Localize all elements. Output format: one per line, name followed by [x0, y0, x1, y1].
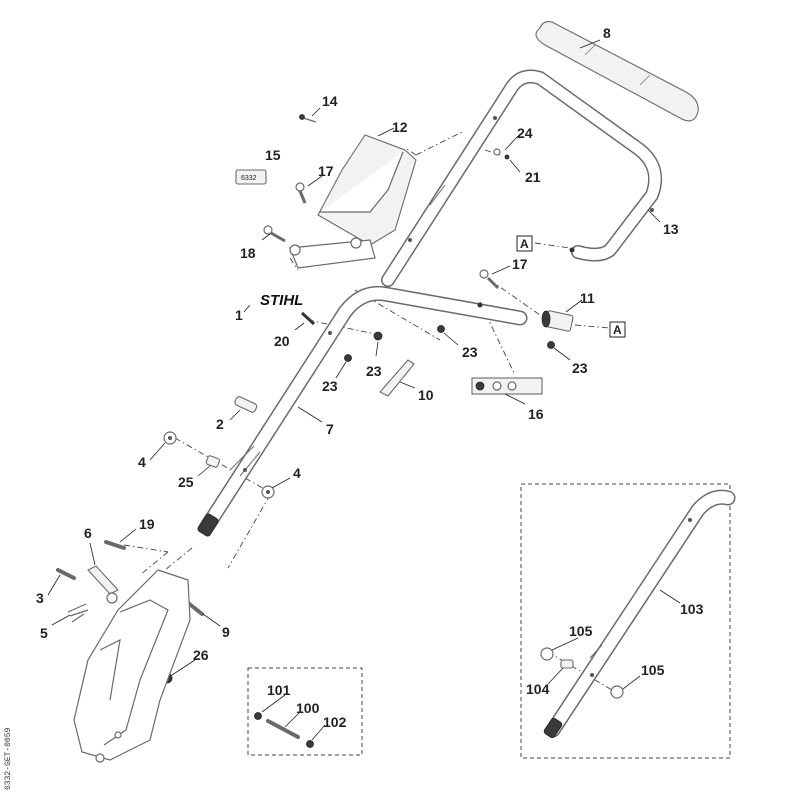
callout-numbers: 8 14 12 24 15 17 21 13 18 17 11 1 20 23 …: [36, 25, 704, 730]
alt-handle-tube: [540, 489, 736, 739]
callout-21: 21: [525, 169, 541, 185]
callout-105b: 105: [641, 662, 665, 678]
callout-17b: 17: [512, 256, 528, 272]
callout-3: 3: [36, 590, 44, 606]
callout-23a: 23: [462, 344, 478, 360]
callout-102: 102: [323, 714, 347, 730]
callout-6: 6: [84, 525, 92, 541]
stihl-logo: STIHL: [260, 292, 303, 309]
callout-26: 26: [193, 647, 209, 663]
callout-16: 16: [528, 406, 544, 422]
pin-kit: [254, 712, 314, 748]
callout-5: 5: [40, 625, 48, 641]
callout-18: 18: [240, 245, 256, 261]
callout-leaders: [47, 39, 681, 741]
callout-103: 103: [680, 601, 704, 617]
callout-19: 19: [139, 516, 155, 532]
callout-12: 12: [392, 119, 408, 135]
callout-15: 15: [265, 147, 281, 163]
callout-2: 2: [216, 416, 224, 432]
decal-15: [235, 169, 267, 185]
callout-8: 8: [603, 25, 611, 41]
callout-9: 9: [222, 624, 230, 640]
detail-box-alt-handle: [520, 483, 731, 759]
svg-text:6332: 6332: [241, 175, 257, 182]
callout-14: 14: [322, 93, 338, 109]
callout-105a: 105: [569, 623, 593, 639]
svg-text:A: A: [613, 323, 622, 337]
callout-4a: 4: [138, 454, 146, 470]
callout-23b: 23: [572, 360, 588, 376]
mower-housing: [73, 569, 191, 763]
handle-grip: [535, 21, 699, 122]
callout-104: 104: [526, 681, 550, 697]
svg-text:A: A: [520, 237, 529, 251]
callout-1: 1: [235, 307, 243, 323]
callout-25: 25: [178, 474, 194, 490]
ref-marker-a-right: A: [609, 321, 626, 338]
callout-17a: 17: [318, 163, 334, 179]
small-parts: 6332: [56, 114, 574, 684]
ref-marker-a-top: A: [516, 235, 533, 252]
decal-16: [471, 377, 543, 395]
lower-handle-tube: [197, 285, 528, 537]
callout-24: 24: [517, 125, 533, 141]
callout-23d: 23: [322, 378, 338, 394]
callout-11: 11: [580, 290, 595, 306]
callout-20: 20: [274, 333, 290, 349]
callout-23c: 23: [366, 363, 382, 379]
callout-100: 100: [296, 700, 320, 716]
handle-cover: [289, 134, 417, 269]
callout-10: 10: [418, 387, 434, 403]
callout-13: 13: [663, 221, 679, 237]
callout-101: 101: [267, 682, 291, 698]
document-code: 6332-GET-0059: [4, 727, 13, 790]
detail-box-pin-kit: [247, 667, 363, 756]
upper-handle-tube: [381, 69, 662, 287]
callout-4b: 4: [293, 465, 301, 481]
callout-7: 7: [326, 421, 334, 437]
